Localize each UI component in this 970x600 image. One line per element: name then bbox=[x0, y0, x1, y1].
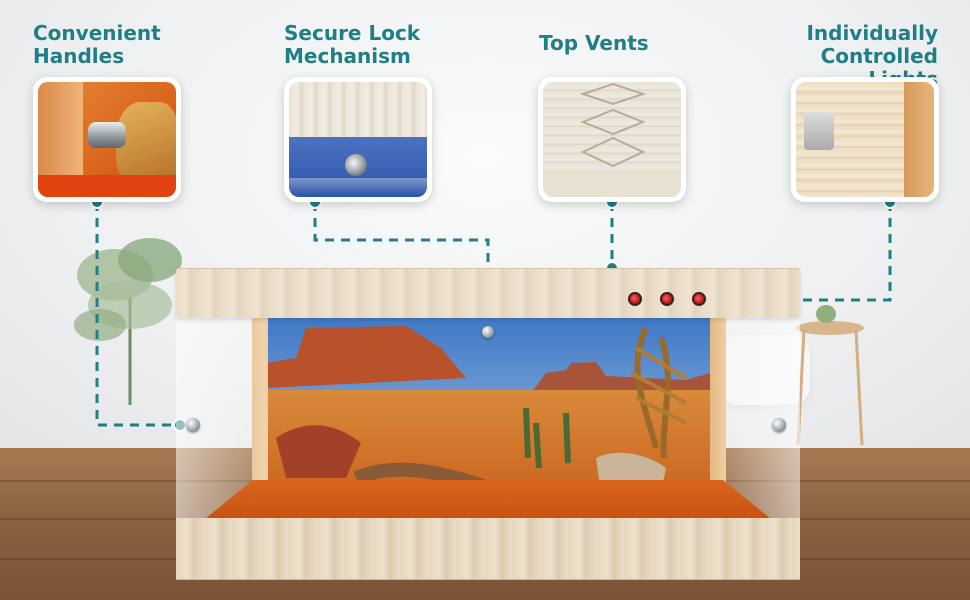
handle-left-icon[interactable] bbox=[186, 418, 200, 432]
right-side-frame bbox=[710, 318, 726, 530]
wooden-base bbox=[176, 518, 800, 580]
feature-label-vents: Top Vents bbox=[539, 31, 649, 55]
thumb-vents bbox=[538, 77, 686, 202]
lock-knob-icon bbox=[345, 154, 367, 176]
thumb-lock bbox=[284, 77, 432, 202]
thumb-handles bbox=[33, 77, 181, 202]
light-fixture-icon bbox=[804, 112, 834, 150]
thumb-lights bbox=[791, 77, 939, 202]
terrarium-enclosure bbox=[176, 268, 800, 580]
light-switch-icon[interactable] bbox=[628, 292, 642, 306]
metal-knob-icon bbox=[88, 122, 126, 148]
lock-knob-icon[interactable] bbox=[482, 326, 494, 338]
handle-right-icon[interactable] bbox=[772, 418, 786, 432]
light-switch-icon[interactable] bbox=[692, 292, 706, 306]
background-side-table bbox=[796, 305, 864, 446]
right-glass-panel bbox=[726, 318, 800, 518]
light-switch-icon[interactable] bbox=[660, 292, 674, 306]
top-vent-rail bbox=[176, 268, 800, 318]
